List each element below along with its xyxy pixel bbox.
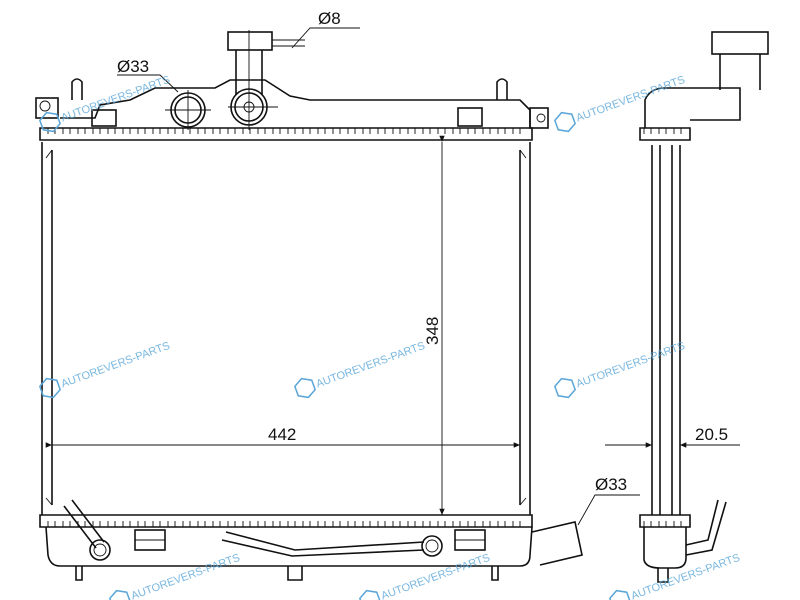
front-view: Ø33 Ø8 Ø33 348 442 — [35, 9, 682, 581]
inlet-pipe-diameter-label: Ø8 — [318, 9, 341, 28]
watermark-logo-icon — [293, 377, 317, 399]
watermark: AUTOREVERS-PARTS — [553, 74, 687, 133]
core-width-label: 442 — [268, 425, 296, 444]
tank-tooth-row — [47, 127, 521, 134]
filler-neck — [227, 30, 305, 130]
watermark-logo-icon — [38, 111, 62, 133]
watermark: AUTOREVERS-PARTS — [358, 552, 492, 600]
watermark: AUTOREVERS-PARTS — [108, 552, 242, 600]
watermark-logo-icon — [553, 377, 577, 399]
watermark-text: AUTOREVERS-PARTS — [315, 340, 427, 391]
top-tank-teeth — [47, 127, 521, 134]
tank-tooth-row — [643, 521, 682, 528]
watermark-logo-icon — [553, 111, 577, 133]
watermark-text: AUTOREVERS-PARTS — [130, 552, 242, 600]
tank-tooth-row — [643, 127, 682, 134]
watermark-text: AUTOREVERS-PARTS — [575, 340, 687, 391]
core-height-label: 348 — [423, 317, 442, 345]
radiator-core — [41, 142, 531, 515]
watermark: AUTOREVERS-PARTS — [293, 340, 427, 399]
watermark-logo-icon — [108, 589, 132, 600]
bottom-tank — [39, 127, 682, 581]
watermarks: AUTOREVERS-PARTS AUTOREVERS-PARTS AUTOREVE… — [38, 74, 742, 600]
watermark: AUTOREVERS-PARTS — [38, 340, 172, 399]
watermark-logo-icon — [358, 589, 382, 600]
watermark: AUTOREVERS-PARTS — [553, 340, 687, 399]
watermark: AUTOREVERS-PARTS — [608, 552, 742, 600]
watermark-logo-icon — [38, 377, 62, 399]
filler-cap — [165, 90, 211, 130]
watermark-text: AUTOREVERS-PARTS — [60, 340, 172, 391]
core-thickness-label: 20.5 — [695, 425, 728, 444]
top-tank — [35, 78, 549, 141]
bottom-tank-teeth — [47, 127, 682, 528]
watermark-logo-icon — [608, 589, 632, 600]
dimension-lines — [45, 27, 640, 526]
side-view: 20.5 — [605, 31, 769, 583]
filler-cap-diameter-label: Ø33 — [117, 57, 149, 76]
tank-tooth-row — [47, 521, 521, 528]
watermark-text: AUTOREVERS-PARTS — [575, 74, 687, 125]
watermark-text: AUTOREVERS-PARTS — [380, 552, 492, 600]
outlet-pipe-diameter-label: Ø33 — [595, 475, 627, 494]
